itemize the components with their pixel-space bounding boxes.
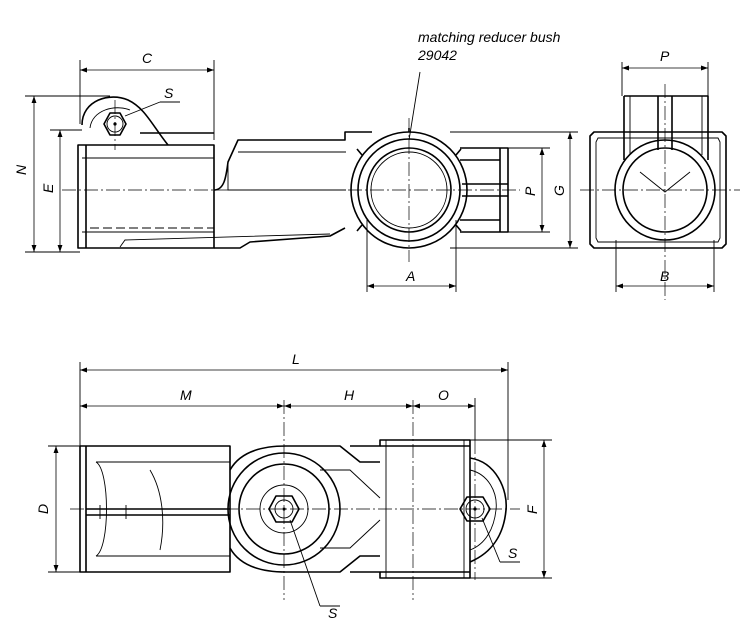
reducer-bush-number: 29042 xyxy=(417,47,457,63)
end-view xyxy=(580,84,740,300)
dim-label-b: B xyxy=(660,268,669,284)
side-view xyxy=(62,96,520,262)
dim-label-h: H xyxy=(344,387,355,403)
dim-label-c: C xyxy=(142,50,153,66)
dim-label-e: E xyxy=(40,183,56,193)
end-view-dimensions xyxy=(615,62,715,292)
dim-label-n: N xyxy=(13,164,29,175)
dim-label-d: D xyxy=(35,504,51,514)
top-view-dimensions xyxy=(48,362,552,607)
dim-label-f: F xyxy=(524,504,540,514)
dim-label-p-side: P xyxy=(522,186,538,196)
top-view xyxy=(70,400,520,600)
dim-label-p-end: P xyxy=(660,48,670,64)
dim-label-o: O xyxy=(438,387,449,403)
dim-label-g: G xyxy=(551,185,567,196)
dim-label-l: L xyxy=(292,351,300,367)
side-view-dimensions xyxy=(25,60,578,292)
reducer-bush-note: matching reducer bush xyxy=(418,29,561,45)
dim-label-s-top: S xyxy=(164,85,174,101)
dim-label-s-right: S xyxy=(508,545,518,561)
dim-label-a: A xyxy=(405,268,415,284)
dim-label-m: M xyxy=(180,387,192,403)
dim-label-s-center: S xyxy=(328,605,338,621)
